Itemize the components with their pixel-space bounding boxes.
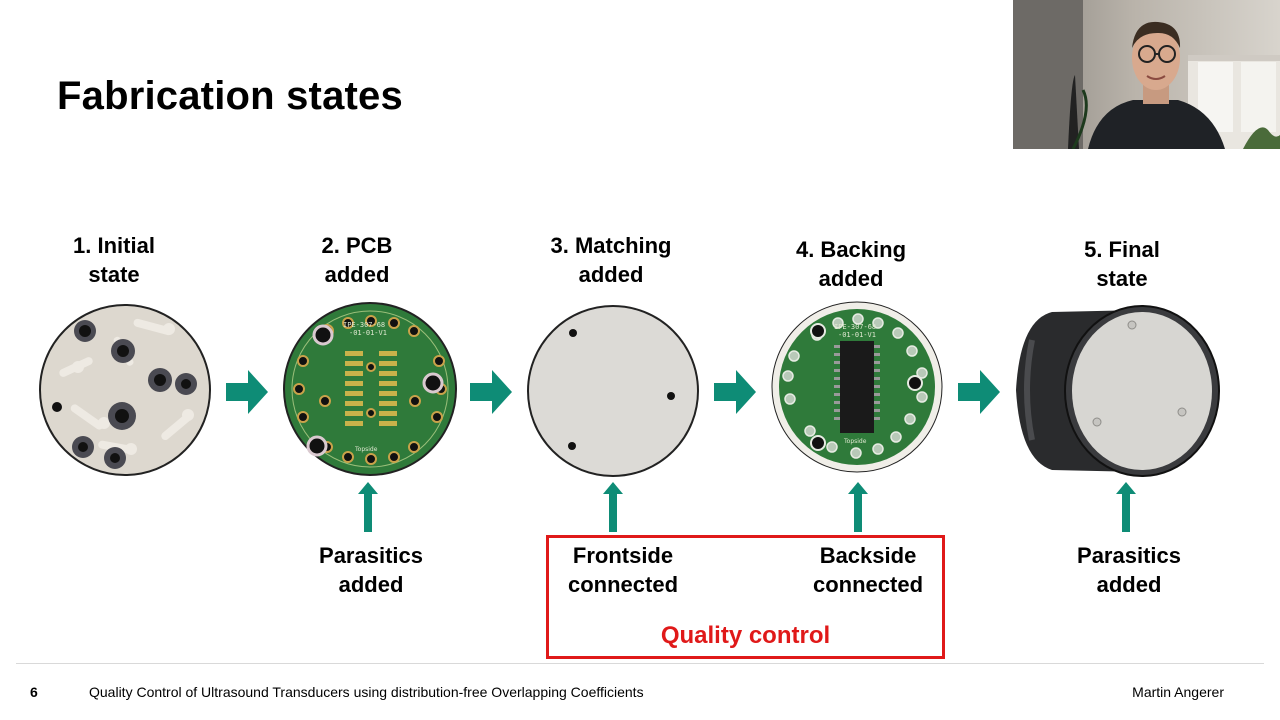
flow-arrow-2 — [470, 370, 512, 414]
step-label-line: state — [1096, 266, 1148, 291]
pcb-silkscreen-top: IPE-307-68 — [343, 321, 385, 329]
quality-control-box: Quality control — [546, 535, 945, 659]
up-arrow-frontside — [603, 482, 623, 532]
step-label-backing: 4. Backing added — [751, 235, 951, 293]
footer-divider — [16, 663, 1264, 664]
step-label-line: added — [578, 262, 644, 287]
webcam-video — [1013, 0, 1280, 149]
initial-state-photo — [39, 304, 211, 476]
step-label-line: state — [88, 262, 140, 287]
step-label-line: added — [324, 262, 390, 287]
pcb-silkscreen-top: IPE-307-68 — [834, 323, 876, 331]
note-line: added — [338, 572, 404, 597]
flow-arrow-1 — [226, 370, 268, 414]
step-label-pcb: 2. PCB added — [257, 231, 457, 289]
quality-control-label: Quality control — [660, 622, 831, 649]
pcb-silkscreen-bottom: Topside — [354, 446, 378, 453]
backing-added-photo: IPE-307-68 -01-01-V1 Topside — [771, 301, 943, 473]
note-line: connected — [812, 572, 924, 597]
final-state-photo — [1016, 305, 1220, 477]
note-line: Parasitics — [319, 543, 423, 568]
note-line: Parasitics — [1077, 543, 1181, 568]
up-arrow-pcb — [358, 482, 378, 532]
pcb-silkscreen-mid: -01-01-V1 — [838, 331, 876, 339]
step-label-line: 1. Initial — [73, 233, 155, 258]
note-final-parasitics: Parasitics added — [1039, 541, 1219, 599]
note-line: Frontside — [572, 543, 674, 568]
slide-title: Fabrication states — [57, 74, 403, 118]
pcb-added-photo: IPE-307-68 -01-01-V1 Topside — [283, 302, 457, 476]
flow-arrow-4 — [958, 370, 1000, 414]
footer-author: Martin Angerer — [1132, 684, 1224, 700]
step-label-initial: 1. Initial state — [14, 231, 214, 289]
pcb-silkscreen-mid: -01-01-V1 — [349, 329, 387, 337]
note-backside-connected: Backside connected — [778, 541, 958, 599]
step-label-line: 3. Matching — [550, 233, 672, 258]
note-line: Backside — [819, 543, 917, 568]
up-arrow-final — [1116, 482, 1136, 532]
pcb-silkscreen-bottom: Topside — [843, 438, 867, 445]
note-line: added — [1096, 572, 1162, 597]
footer-title: Quality Control of Ultrasound Transducer… — [89, 684, 644, 700]
flow-arrow-3 — [714, 370, 756, 414]
step-label-line: added — [818, 266, 884, 291]
matching-added-photo — [527, 305, 699, 477]
step-label-matching: 3. Matching added — [511, 231, 711, 289]
step-label-line: 4. Backing — [795, 237, 907, 262]
step-label-line: 2. PCB — [321, 233, 393, 258]
note-line: connected — [567, 572, 679, 597]
up-arrow-backside — [848, 482, 868, 532]
step-label-line: 5. Final — [1084, 237, 1160, 262]
note-frontside-connected: Frontside connected — [533, 541, 713, 599]
step-label-final: 5. Final state — [1022, 235, 1222, 293]
slide-number: 6 — [30, 684, 38, 700]
note-pcb-parasitics: Parasitics added — [281, 541, 461, 599]
